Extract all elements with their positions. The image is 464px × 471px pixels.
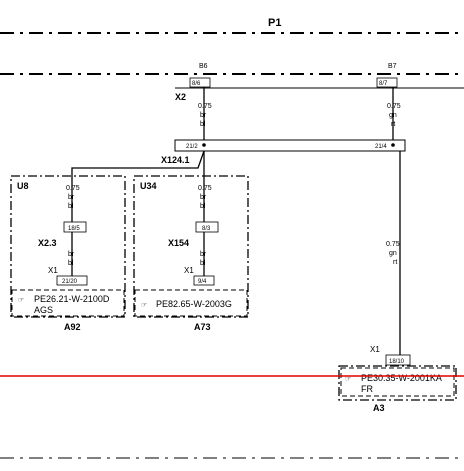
module-u8-frame: [10, 175, 126, 318]
wire-top-right-c1: gn: [389, 112, 397, 119]
pin-left-sub: 8/6: [192, 81, 201, 87]
module-u34-conn-box: [195, 221, 219, 233]
connector-x2-label: X2: [175, 92, 186, 102]
module-u8-x1-box: [56, 275, 88, 286]
module-u8-x1: X1: [48, 266, 58, 275]
module-u8-conn-pin: 18/5: [68, 226, 80, 232]
fr-module-frame: [338, 365, 457, 401]
module-u34-connector: X154: [168, 238, 189, 248]
module-u34-x1: X1: [184, 266, 194, 275]
wire-top-left-c1: br: [200, 112, 207, 119]
fr-ref-icon: ☞: [345, 376, 351, 383]
wire-top-left-gauge: 0.75: [198, 103, 212, 110]
module-u8-name: AGS: [34, 305, 53, 315]
fr-name: FR: [361, 384, 373, 394]
fr-ref: PE30.35-W-2001KA: [361, 373, 442, 383]
splice-node-left: [202, 143, 206, 147]
module-u34-c2b: bl: [200, 260, 206, 267]
module-u34-id: U34: [140, 181, 157, 191]
wire-to-u8: [71, 150, 205, 185]
module-u8-conn-box: [63, 221, 87, 233]
module-u34-conn-pin: 8/3: [202, 226, 211, 232]
module-u34-c2: bl: [200, 203, 206, 210]
pin-box-right: [376, 77, 398, 88]
module-u34-gauge: 0.75: [198, 185, 212, 192]
module-u34-label: A73: [194, 322, 211, 332]
splice-pin-right: 21/4: [375, 144, 387, 150]
pin-right: B7: [388, 63, 397, 70]
module-u34-x1-box: [193, 275, 215, 286]
pin-right-sub: 8/7: [379, 81, 388, 87]
module-u34-x1-pin: 9/4: [198, 279, 207, 285]
module-u34-inner: [134, 289, 248, 317]
module-u8-inner: [11, 289, 125, 317]
splice-label: X124.1: [161, 155, 190, 165]
splice-pin-left: 21/2: [186, 144, 198, 150]
module-u8-x1-pin: 21/20: [62, 279, 78, 285]
module-u8-ref-icon: ☞: [18, 297, 24, 304]
splice-box: [174, 139, 406, 152]
fr-wire-c2: rt: [393, 259, 397, 266]
fr-wire-gauge: 0.75: [386, 241, 400, 248]
module-u8-ref: PE26.21-W-2100D: [34, 294, 110, 304]
module-u8-c1: br: [68, 194, 75, 201]
fr-module-inner: [340, 367, 455, 397]
module-u8-c1b: br: [68, 251, 75, 258]
fr-wire-c1: gn: [389, 250, 397, 257]
fr-x1-box: [385, 354, 411, 366]
bus-label: P1: [268, 17, 281, 29]
module-u8-connector: X2.3: [38, 238, 57, 248]
wire-top-right-c2: rt: [391, 121, 395, 128]
module-u34-c1b: br: [200, 251, 207, 258]
wire-top-left-c2: bl: [200, 121, 206, 128]
module-u34-ref: PE82.65-W-2003G: [156, 299, 232, 309]
fr-label: A3: [373, 403, 385, 413]
fr-x1-pin: 18/10: [389, 359, 405, 365]
pin-box-left: [189, 77, 211, 88]
module-u34-frame: [133, 175, 249, 318]
module-u8-c2b: bl: [68, 260, 74, 267]
module-u34-c1: br: [200, 194, 207, 201]
module-u8-label: A92: [64, 322, 81, 332]
module-u8-c2: bl: [68, 203, 74, 210]
fr-x1: X1: [370, 345, 380, 354]
wire-top-right-gauge: 0.75: [387, 103, 401, 110]
module-u8-id: U8: [17, 181, 29, 191]
pin-left: B6: [199, 63, 208, 70]
splice-node-right: [391, 143, 395, 147]
module-u34-ref-icon: ☞: [141, 302, 147, 309]
module-u8-gauge: 0.75: [66, 185, 80, 192]
